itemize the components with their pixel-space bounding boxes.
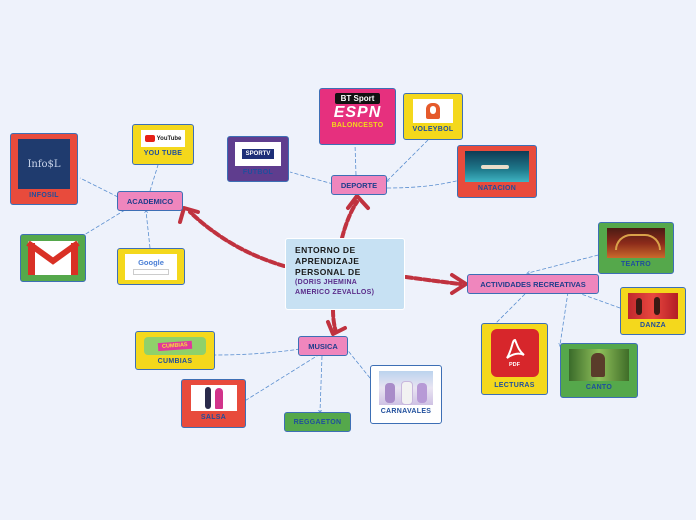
pdf-icon-text: PDF [509, 362, 520, 368]
center-subtitle-line-2: AMERICO ZEVALLOS) [295, 289, 375, 296]
youtube-logo-image: YouTube [141, 130, 185, 147]
arrowhead-academico [178, 206, 200, 224]
center-title-line-2: APRENDIZAJE [295, 256, 360, 266]
connector-teatro [528, 251, 611, 273]
google-logo-image: Google [125, 253, 177, 280]
leaf-infosil-label: INFOSIL [29, 192, 59, 199]
leaf-reggaeton[interactable]: REGGAETON [284, 412, 351, 432]
connector-youtube [149, 164, 159, 192]
leaf-natacion-label: NATACION [477, 185, 517, 192]
branch-academico[interactable]: ACADEMICO [117, 191, 183, 211]
leaf-futbol-label: FUTBOL [242, 169, 274, 176]
sportv-logo-text: SPORTV [241, 149, 275, 159]
leaf-danza-label: DANZA [640, 322, 666, 329]
connector-gmail [83, 209, 126, 236]
leaf-cumbias[interactable]: CUMBIAS CUMBIAS [135, 331, 215, 370]
leaf-teatro-label: TEATRO [620, 261, 652, 268]
leaf-futbol[interactable]: SPORTV FUTBOL [227, 136, 289, 182]
pdf-icon: PDF [490, 329, 539, 377]
danza-photo [628, 293, 678, 319]
center-subtitle-line-1: (DORIS JHEMINA [295, 279, 358, 286]
leaf-lecturas[interactable]: PDF LECTURAS [481, 323, 548, 395]
arrow-academico [188, 210, 286, 268]
salsa-photo [190, 385, 237, 411]
leaf-teatro[interactable]: TEATRO [598, 222, 674, 274]
leaf-salsa[interactable]: SALSA [181, 379, 246, 428]
sportv-logo-image: SPORTV [235, 142, 281, 166]
leaf-lecturas-label: LECTURAS [494, 382, 535, 389]
youtube-logo-text: YouTube [156, 135, 182, 142]
teatro-photo [607, 228, 665, 258]
leaf-gmail[interactable] [20, 234, 86, 282]
arrow-actividades [404, 275, 462, 286]
central-topic[interactable]: ENTORNO DE APRENDIZAJE PERSONAL DE (DORI… [285, 238, 405, 310]
arrow-musica [331, 308, 338, 334]
connector-cumbias [214, 348, 301, 356]
gmail-icon [26, 240, 80, 275]
connector-natacion [386, 179, 461, 189]
center-title-line-3: PERSONAL DE [295, 267, 361, 277]
arrowhead-musica [326, 320, 347, 336]
leaf-carnavales[interactable]: CARNAVALES [370, 365, 442, 424]
connector-google [146, 211, 151, 249]
center-title-line-1: ENTORNO DE [295, 245, 356, 255]
cumbias-banner-image: CUMBIAS [144, 337, 206, 355]
voleybol-channel-icon [426, 103, 440, 119]
infosil-logo-image: Info$L [18, 139, 70, 189]
google-logo-text: Google [138, 258, 164, 267]
leaf-youtube[interactable]: YouTube YOU TUBE [132, 124, 194, 165]
leaf-canto[interactable]: CANTO [560, 343, 638, 398]
connector-salsa [243, 353, 321, 402]
leaf-canto-label: CANTO [585, 384, 613, 391]
connector-futbol [289, 171, 334, 185]
leaf-salsa-label: SALSA [200, 414, 227, 421]
carnavales-photo [379, 371, 433, 405]
leaf-baloncesto-label: BALONCESTO [331, 122, 384, 129]
connector-carnavales [344, 346, 371, 379]
acrobat-icon [505, 338, 525, 359]
leaf-baloncesto[interactable]: BT Sport ESPN BALONCESTO [319, 88, 396, 145]
branch-deporte-label: DEPORTE [340, 180, 378, 190]
leaf-carnavales-label: CARNAVALES [380, 408, 432, 415]
natacion-photo [465, 151, 529, 182]
branch-academico-label: ACADEMICO [126, 196, 174, 206]
connector-canto [560, 291, 569, 345]
youtube-play-icon [144, 135, 155, 142]
leaf-natacion[interactable]: NATACION [457, 145, 537, 198]
leaf-danza[interactable]: DANZA [620, 287, 686, 335]
branch-deporte[interactable]: DEPORTE [331, 175, 387, 195]
google-search-box [133, 269, 169, 275]
leaf-youtube-label: YOU TUBE [143, 150, 183, 157]
connector-infosil [79, 177, 119, 198]
voleybol-logo-image [413, 99, 453, 123]
leaf-cumbias-label: CUMBIAS [157, 358, 193, 365]
leaf-reggaeton-label: REGGAETON [293, 418, 342, 426]
arrowhead-deporte [346, 194, 370, 210]
espn-logo-text: ESPN [333, 104, 382, 121]
arrowhead-actividades [450, 273, 468, 295]
infosil-logo-text: Info$L [27, 158, 61, 170]
branch-musica[interactable]: MUSICA [298, 336, 348, 356]
connector-reggaeton [320, 355, 323, 412]
leaf-google[interactable]: Google [117, 248, 185, 285]
branch-actividades-label: ACTIVIDADES RECREATIVAS [480, 279, 586, 289]
arrow-deporte [340, 200, 359, 240]
connector-voleybol [387, 139, 429, 181]
leaf-infosil[interactable]: Info$L INFOSIL [10, 133, 78, 205]
leaf-voleybol-label: VOLEYBOL [412, 126, 454, 133]
cumbias-banner-text: CUMBIAS [157, 340, 193, 352]
branch-actividades-recreativas[interactable]: ACTIVIDADES RECREATIVAS [467, 274, 599, 294]
connector-lecturas [495, 293, 526, 324]
connector-baloncesto [354, 143, 357, 176]
btsport-logo-text: BT Sport [334, 93, 381, 104]
branch-musica-label: MUSICA [308, 341, 338, 351]
canto-photo [569, 349, 629, 381]
leaf-voleybol[interactable]: VOLEYBOL [403, 93, 463, 140]
